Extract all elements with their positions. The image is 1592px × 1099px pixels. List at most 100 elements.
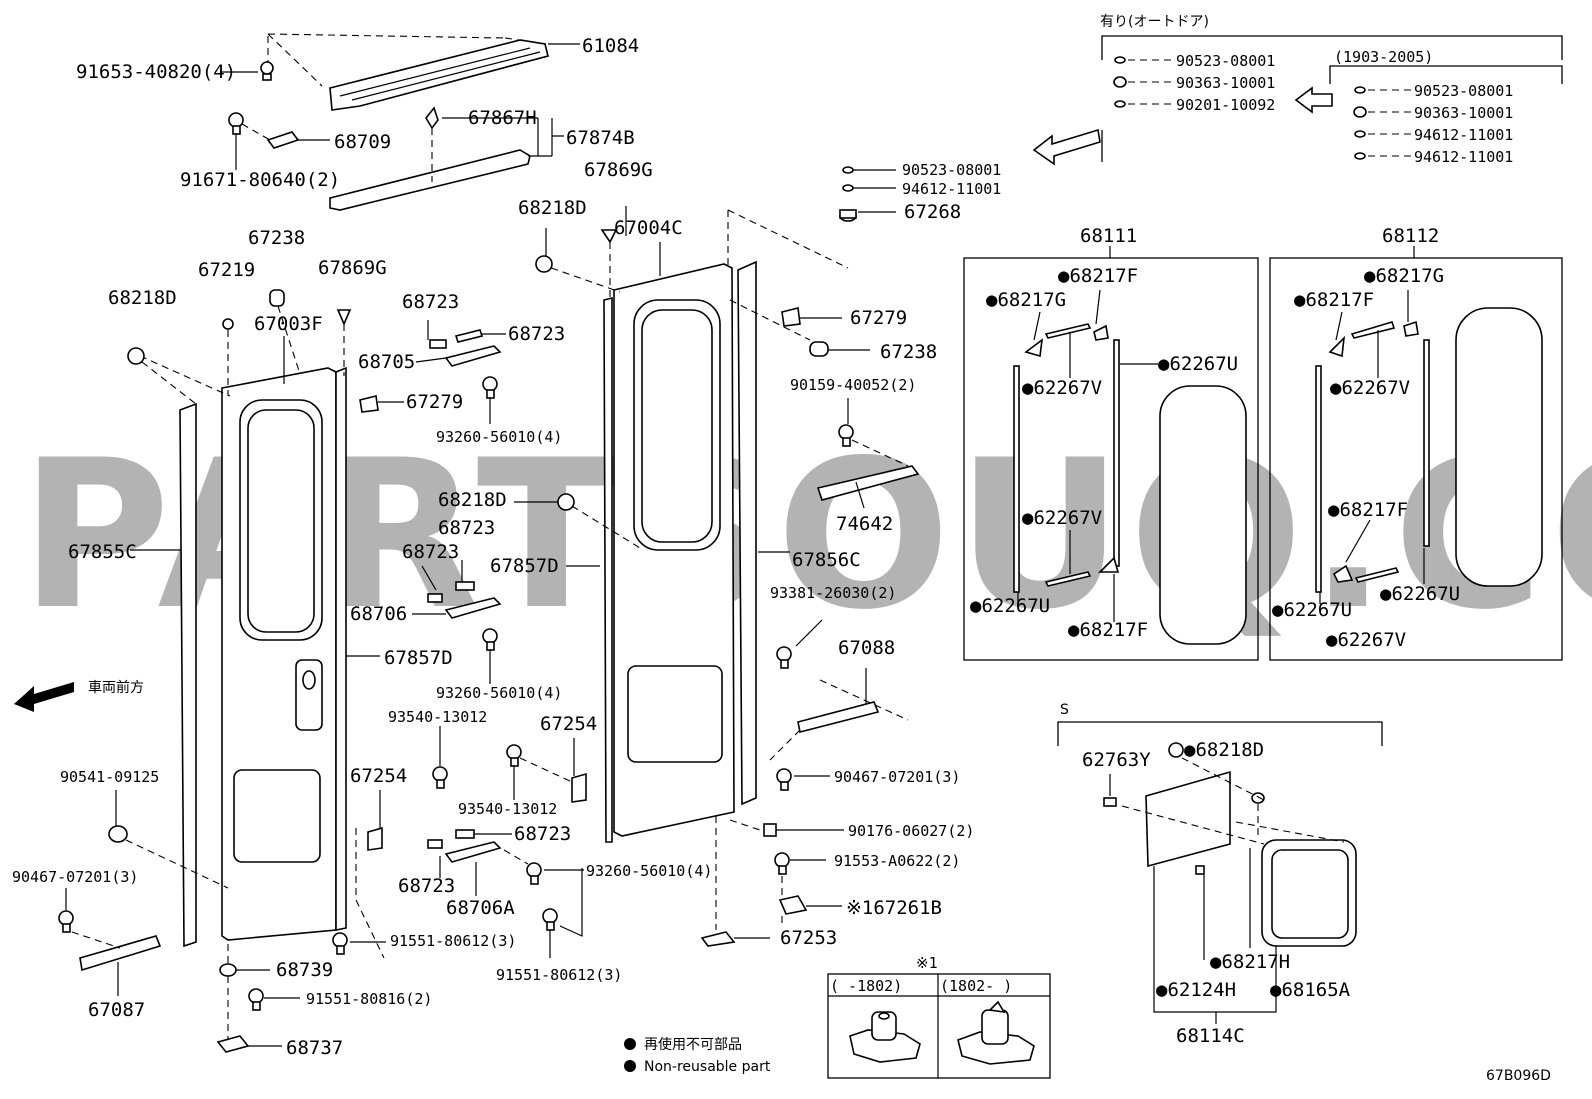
cap-icon (219, 963, 237, 977)
bolt-icon (506, 744, 522, 767)
part-label: 67855C (68, 541, 137, 563)
bolt-icon (542, 908, 558, 931)
clip-icon (1251, 792, 1265, 804)
part-label: 90523-08001 (1176, 52, 1275, 70)
part-label: 93381-26030(2) (770, 584, 896, 602)
part-label: 68723 (508, 323, 565, 345)
drawing-code: 67B096D (1486, 1068, 1551, 1084)
bolt-icon (332, 932, 348, 955)
part-label: 61084 (582, 35, 639, 57)
part-label: 68218D (438, 489, 507, 511)
part-label: ●62267U (1380, 583, 1460, 605)
bolt-icon (260, 61, 274, 81)
s-tag: S (1060, 702, 1069, 718)
clip-icon (600, 229, 618, 244)
part-label: 67253 (780, 927, 837, 949)
bolt-icon (432, 766, 448, 789)
part-label: 90523-08001 (902, 161, 1001, 179)
pin-icon (269, 289, 285, 307)
part-label: 93260-56010(4) (436, 684, 562, 702)
part-label: ●68217G (1364, 265, 1444, 287)
callout-labels: 91653-40820(4) 61084 68709 67867H 67874B… (12, 35, 1001, 1059)
window-set-right: 68112 ●68217G ●68217F ●62267V ●68217F ●6… (1272, 225, 1460, 651)
non-reusable-dot-icon (624, 1038, 636, 1050)
part-label: 67856C (792, 549, 861, 571)
part-label: 67087 (88, 999, 145, 1021)
left-weatherstrip (179, 402, 197, 948)
part-label: ●62267U (1272, 599, 1352, 621)
part-label: 67268 (904, 201, 961, 223)
bolt-icon (526, 862, 542, 885)
part-label: 62763Y (1082, 749, 1151, 771)
auto-door-range: (1903-2005) (1334, 48, 1433, 66)
guide-plate (797, 701, 880, 733)
bolt-icon (228, 112, 244, 135)
part-label: ●68218D (1184, 739, 1264, 761)
part-label: ●68217F (1294, 289, 1374, 311)
part-label: 93260-56010(4) (586, 862, 712, 880)
part-label: 90523-08001 (1414, 82, 1513, 100)
glass-run-channel (1013, 339, 1120, 593)
plug-icon (535, 255, 553, 273)
legend-en: Non-reusable part (644, 1059, 771, 1075)
note-marker: ※1 (916, 954, 938, 972)
bolt-icon (838, 424, 854, 447)
part-label: 67869G (318, 257, 387, 279)
center-door-panel (613, 263, 735, 837)
part-label: ●62267V (1330, 377, 1410, 399)
part-label: 90467-07201(3) (12, 868, 138, 886)
part-label: 91553-A0622(2) (834, 852, 960, 870)
seal-icon (1328, 320, 1419, 583)
stay-bracket (816, 465, 920, 501)
grommet-icon (1168, 742, 1184, 758)
clip-icon (336, 309, 352, 327)
part-label: 68709 (334, 131, 391, 153)
guide-bracket (367, 826, 383, 851)
part-label: 68218D (518, 197, 587, 219)
washer-icon (839, 209, 857, 222)
window-glass (1455, 307, 1543, 587)
part-label: 68706A (446, 897, 515, 919)
part-label: 67867H (468, 107, 537, 129)
stopper-icon (781, 307, 801, 327)
left-door-panel (221, 367, 337, 941)
part-label: ●62267V (1022, 377, 1102, 399)
part-label: 68723 (398, 875, 455, 897)
part-label: 67279 (406, 391, 463, 413)
top-rail-part (329, 39, 549, 111)
roller-icon (700, 931, 736, 947)
part-label: ●68217H (1210, 951, 1290, 973)
window-frame (1261, 839, 1357, 947)
bolt-icon (58, 910, 74, 933)
auto-door-title: 有り(オートドア) (1100, 14, 1209, 30)
part-label: 68114C (1176, 1025, 1245, 1047)
part-label: 90541-09125 (60, 768, 159, 786)
bracket-icon (266, 131, 300, 149)
guide-plate (79, 935, 162, 972)
part-label: 67238 (880, 341, 937, 363)
part-label: 94612-11001 (1414, 126, 1513, 144)
lower-rail-part (329, 149, 531, 211)
non-reusable-dot-icon (624, 1060, 636, 1072)
part-label: 67004C (614, 217, 683, 239)
window-glass (1159, 385, 1247, 645)
part-label: 68723 (514, 823, 571, 845)
part-label: ●68217F (1328, 499, 1408, 521)
part-label: 74642 (836, 513, 893, 535)
part-label: 67254 (350, 765, 407, 787)
roller-icon (216, 1035, 250, 1053)
part-label: 90363-10001 (1414, 104, 1513, 122)
part-label: 91551-80612(3) (496, 966, 622, 984)
roller-bracket-new-icon (957, 1000, 1035, 1065)
clip-icon (1103, 797, 1117, 807)
part-label: 67088 (838, 637, 895, 659)
hollow-arrow-icon (1032, 86, 1333, 166)
part-label: 68705 (358, 351, 415, 373)
seal-icon (1024, 323, 1120, 587)
center-seal-left (603, 296, 613, 843)
part-label: 68723 (402, 541, 459, 563)
bolt-icon (776, 768, 792, 791)
center-weatherstrip-right (737, 260, 757, 806)
part-label: 91551-80816(2) (306, 990, 432, 1008)
front-direction-label: 車両前方 (88, 679, 144, 696)
